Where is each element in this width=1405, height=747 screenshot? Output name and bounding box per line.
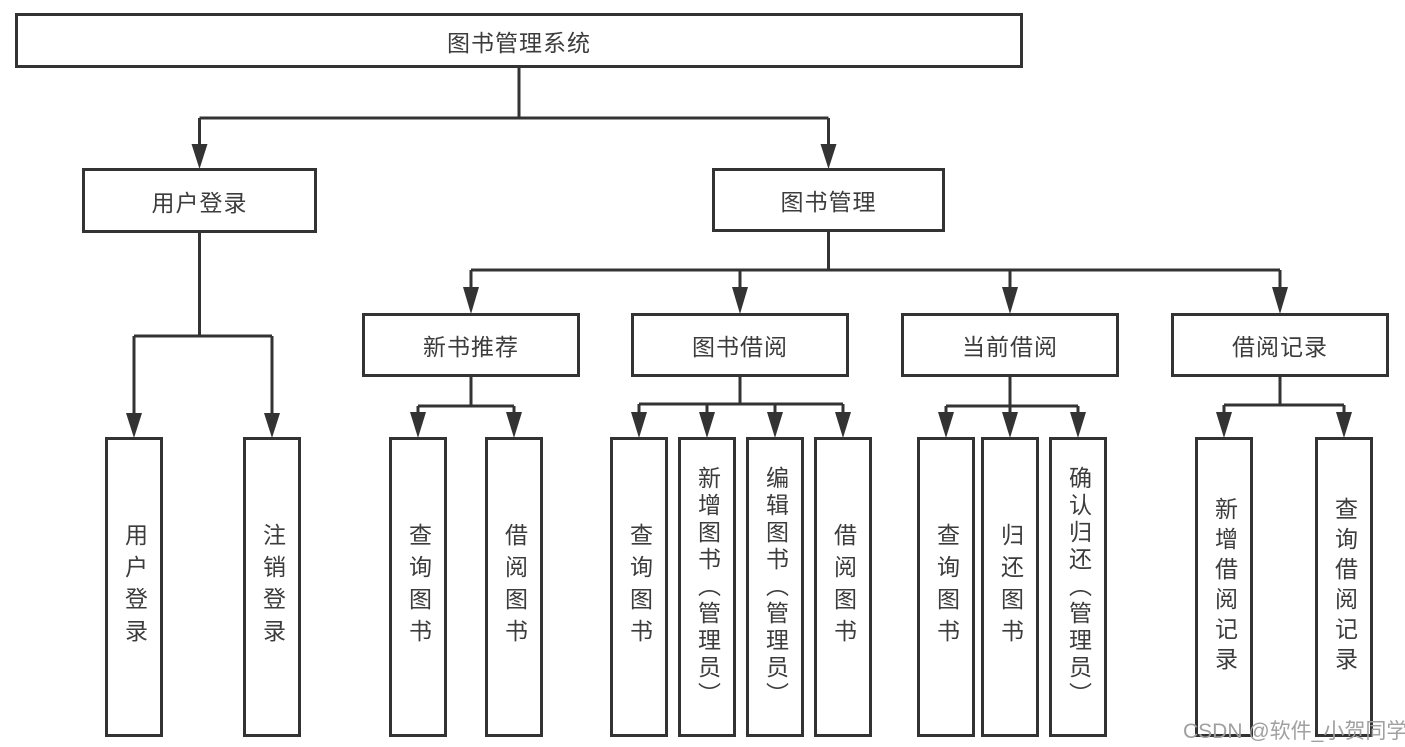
leaf-rec-query-books: 查询图书 [389, 437, 447, 737]
node-borrow-record: 借阅记录 [1171, 313, 1389, 377]
leaf-br-query-record: 查询借阅记录 [1315, 437, 1373, 737]
node-borrow-record-label: 借阅记录 [1232, 334, 1328, 360]
leaf-rec-borrow-books-label: 借阅图书 [501, 523, 528, 651]
connector-book-borrow-children [631, 377, 851, 438]
connector-user-login-children [126, 233, 280, 438]
leaf-user-login: 用户登录 [105, 437, 163, 737]
leaf-rec-borrow-books: 借阅图书 [485, 437, 543, 737]
node-new-book-rec-label: 新书推荐 [423, 334, 519, 360]
connector-new-book-rec-children [410, 377, 522, 438]
node-book-borrow-label: 图书借阅 [692, 334, 788, 360]
leaf-bb-add-books-admin-label: 新增图书（管理员） [694, 465, 721, 709]
leaf-br-query-record-label: 查询借阅记录 [1331, 497, 1358, 677]
node-user-login: 用户登录 [82, 168, 317, 233]
leaf-cb-query-books-label: 查询图书 [933, 523, 960, 651]
node-current-borrow-label: 当前借阅 [962, 334, 1058, 360]
leaf-bb-borrow-books: 借阅图书 [814, 437, 872, 737]
leaf-br-add-record: 新增借阅记录 [1195, 437, 1253, 737]
node-root-system: 图书管理系统 [15, 13, 1023, 68]
leaf-cb-return-books: 归还图书 [981, 437, 1039, 737]
leaf-logout-login-label: 注销登录 [259, 523, 286, 651]
node-current-borrow: 当前借阅 [901, 313, 1119, 377]
leaf-cb-return-books-label: 归还图书 [997, 523, 1024, 651]
leaf-br-add-record-label: 新增借阅记录 [1211, 497, 1238, 677]
leaf-bb-query-books-label: 查询图书 [626, 523, 653, 651]
csdn-watermark: CSDN @软件_小贺同学 [1183, 720, 1405, 743]
leaf-bb-borrow-books-label: 借阅图书 [830, 523, 857, 651]
connector-root-to-level2 [191, 67, 837, 169]
leaf-user-login-label: 用户登录 [121, 523, 148, 651]
leaf-bb-query-books: 查询图书 [610, 437, 668, 737]
leaf-rec-query-books-label: 查询图书 [405, 523, 432, 651]
node-new-book-rec: 新书推荐 [362, 313, 580, 377]
node-book-mgmt: 图书管理 [712, 168, 945, 232]
node-book-mgmt-label: 图书管理 [780, 189, 877, 215]
connector-borrow-record-children [1216, 377, 1352, 438]
leaf-bb-add-books-admin: 新增图书（管理员） [678, 437, 736, 737]
node-book-borrow: 图书借阅 [631, 313, 849, 377]
leaf-bb-edit-books-admin-label: 编辑图书（管理员） [762, 465, 789, 709]
connector-book-mgmt-to-level3 [463, 232, 1288, 314]
leaf-cb-confirm-return-admin: 确认归还（管理员） [1049, 437, 1107, 737]
leaf-cb-confirm-return-admin-label: 确认归还（管理员） [1065, 465, 1092, 709]
node-root-label: 图书管理系统 [447, 29, 591, 56]
connector-current-borrow-children [938, 377, 1086, 438]
leaf-cb-query-books: 查询图书 [917, 437, 975, 737]
leaf-bb-edit-books-admin: 编辑图书（管理员） [746, 437, 804, 737]
leaf-logout-login: 注销登录 [243, 437, 301, 737]
node-user-login-label: 用户登录 [151, 189, 248, 216]
